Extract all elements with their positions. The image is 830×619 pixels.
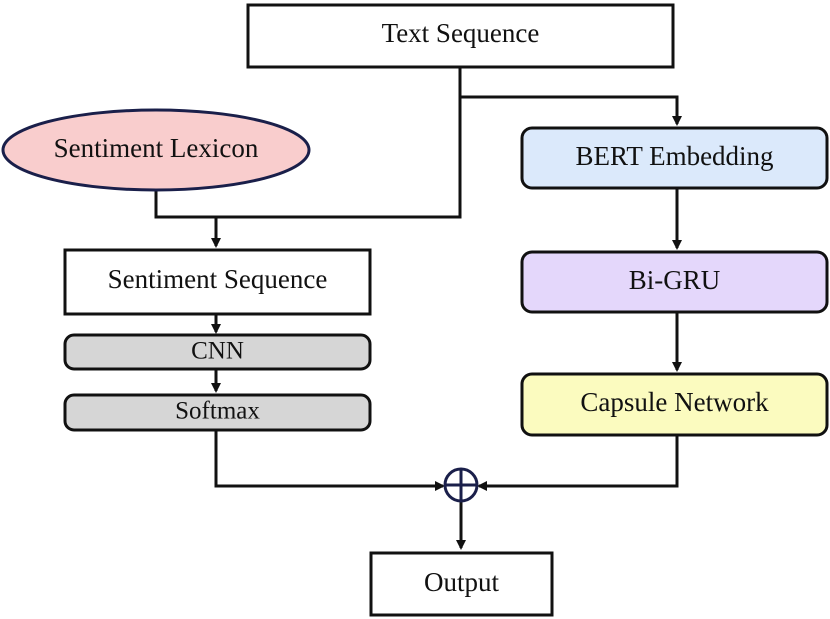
node-bi-gru-label: Bi-GRU: [629, 265, 721, 295]
node-output: Output: [369, 551, 554, 617]
fusion-add-icon: [443, 467, 479, 503]
node-softmax: Softmax: [63, 393, 372, 432]
node-softmax-label: Softmax: [175, 398, 260, 425]
edge-softmax-to-fusion: [214, 430, 445, 491]
node-bert-embedding: BERT Embedding: [520, 126, 829, 190]
node-cnn: CNN: [63, 333, 372, 371]
node-capsule-network-label: Capsule Network: [580, 387, 769, 417]
node-sentiment-lexicon: Sentiment Lexicon: [1, 108, 311, 192]
node-sentiment-lexicon-label: Sentiment Lexicon: [54, 133, 259, 163]
connectors: [154, 67, 682, 550]
node-text-sequence: Text Sequence: [246, 3, 675, 69]
node-output-label: Output: [424, 567, 500, 597]
edge-text-to-merge: [216, 97, 462, 219]
edge-capsule-to-fusion: [477, 435, 679, 491]
node-cnn-label: CNN: [191, 338, 244, 365]
node-sentiment-sequence-label: Sentiment Sequence: [108, 264, 328, 294]
node-capsule-network: Capsule Network: [520, 372, 829, 437]
node-text-sequence-label: Text Sequence: [382, 18, 540, 48]
node-bi-gru: Bi-GRU: [520, 250, 829, 314]
edge-text-to-bert: [458, 67, 682, 126]
node-sentiment-sequence: Sentiment Sequence: [63, 248, 372, 316]
node-bert-embedding-label: BERT Embedding: [575, 141, 773, 171]
edge-lexicon-to-sentiment-seq: [154, 190, 221, 248]
